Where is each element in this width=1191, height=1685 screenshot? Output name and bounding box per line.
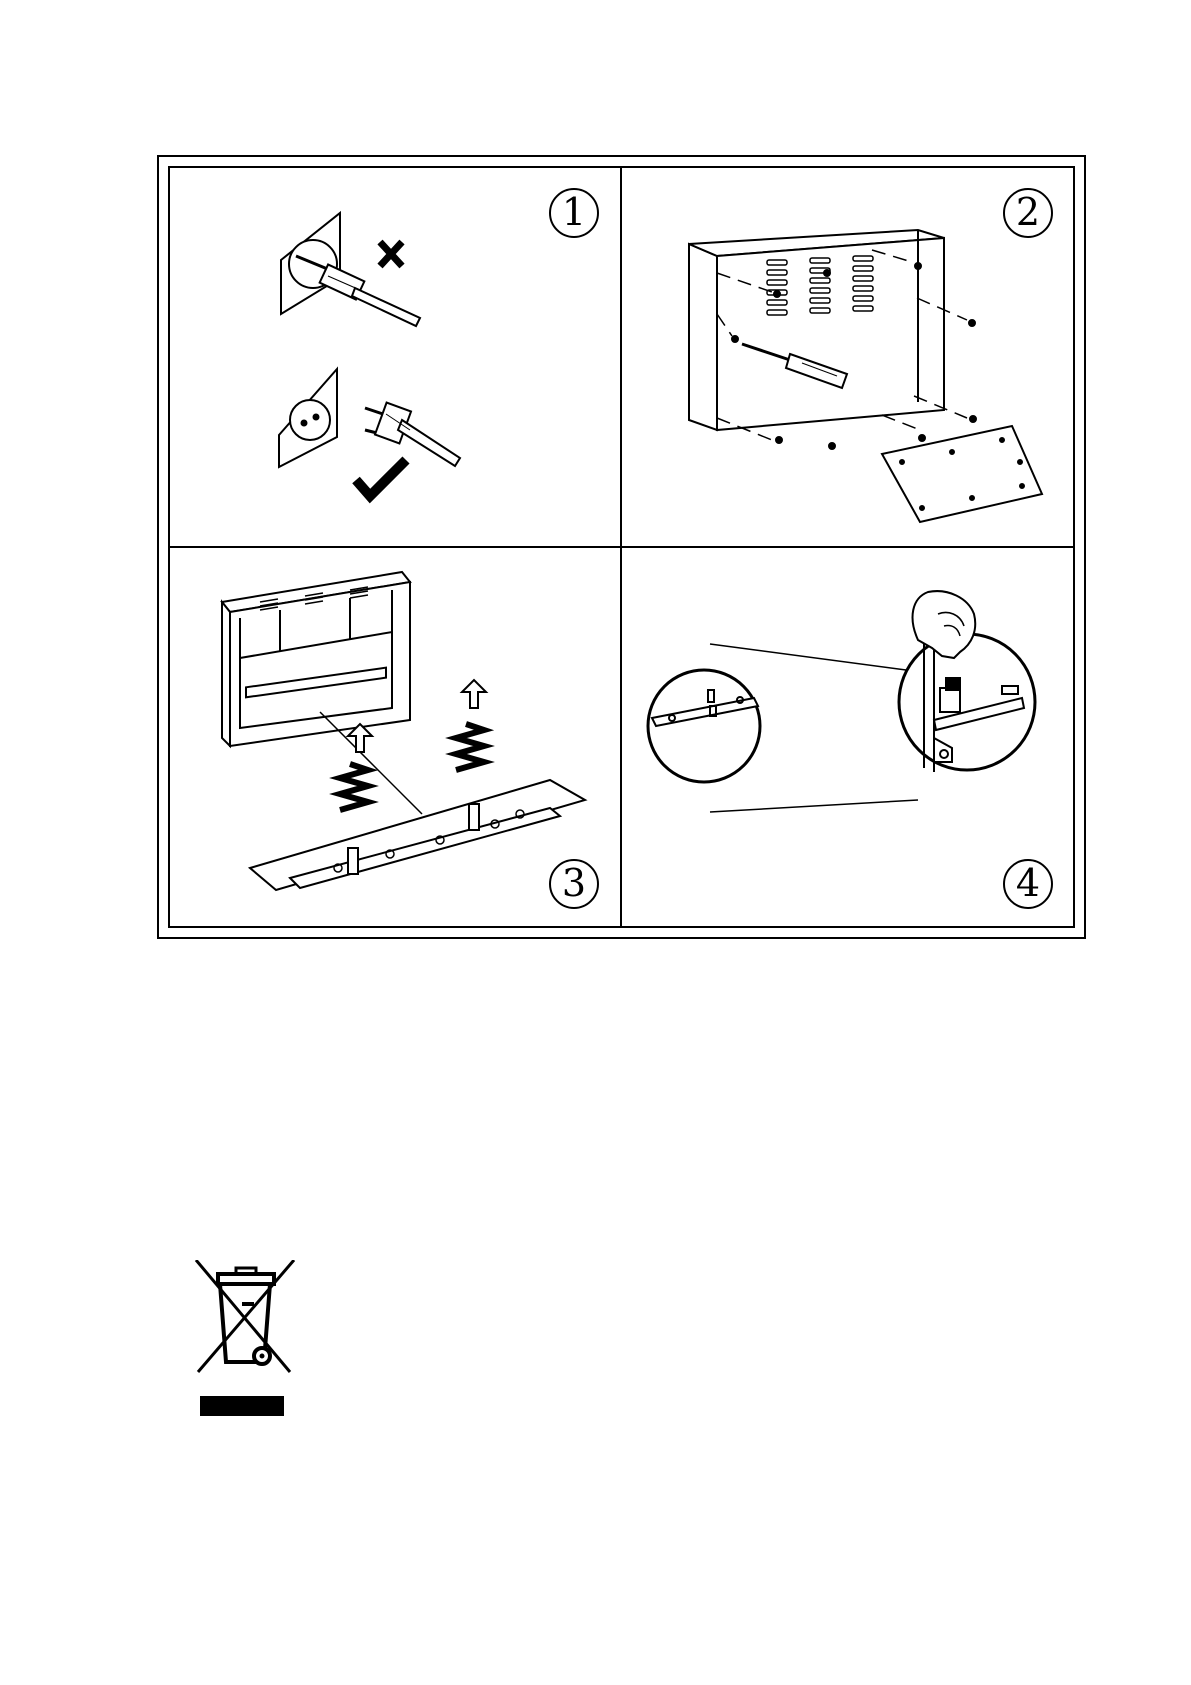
step-number: 2 <box>1003 188 1053 238</box>
step-4-panel: 4 <box>622 548 1075 926</box>
step-number: 3 <box>549 859 599 909</box>
step-1-panel: 1 <box>170 168 620 546</box>
step-number: 1 <box>549 188 599 238</box>
step-3-panel: 3 <box>170 548 620 926</box>
crossed-out-wheelie-bin-icon <box>190 1260 300 1420</box>
step-2-panel: 2 <box>622 168 1075 546</box>
weee-symbol <box>190 1260 300 1424</box>
step-number: 4 <box>1003 859 1053 909</box>
